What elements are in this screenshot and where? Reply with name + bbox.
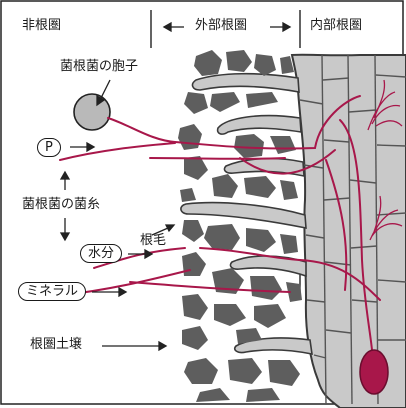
inner-rhizosphere-label: 内部根圏 (310, 19, 362, 32)
non-rhizosphere-label: 非根圏 (22, 19, 61, 32)
spore-label: 菌根菌の胞子 (60, 60, 138, 73)
water-label: 水分 (80, 244, 122, 263)
hyphae-label: 菌根菌の菌糸 (22, 198, 100, 211)
root-hair-label: 根毛 (140, 234, 166, 247)
root-cell-nucleus (360, 350, 388, 394)
rhizosphere-soil-label: 根圏土壌 (30, 338, 82, 351)
outer-rhizosphere-label: 外部根圏 (195, 19, 247, 32)
phosphorus-label: P (37, 138, 61, 157)
spore-body (74, 94, 110, 130)
mineral-label: ミネラル (18, 282, 86, 301)
